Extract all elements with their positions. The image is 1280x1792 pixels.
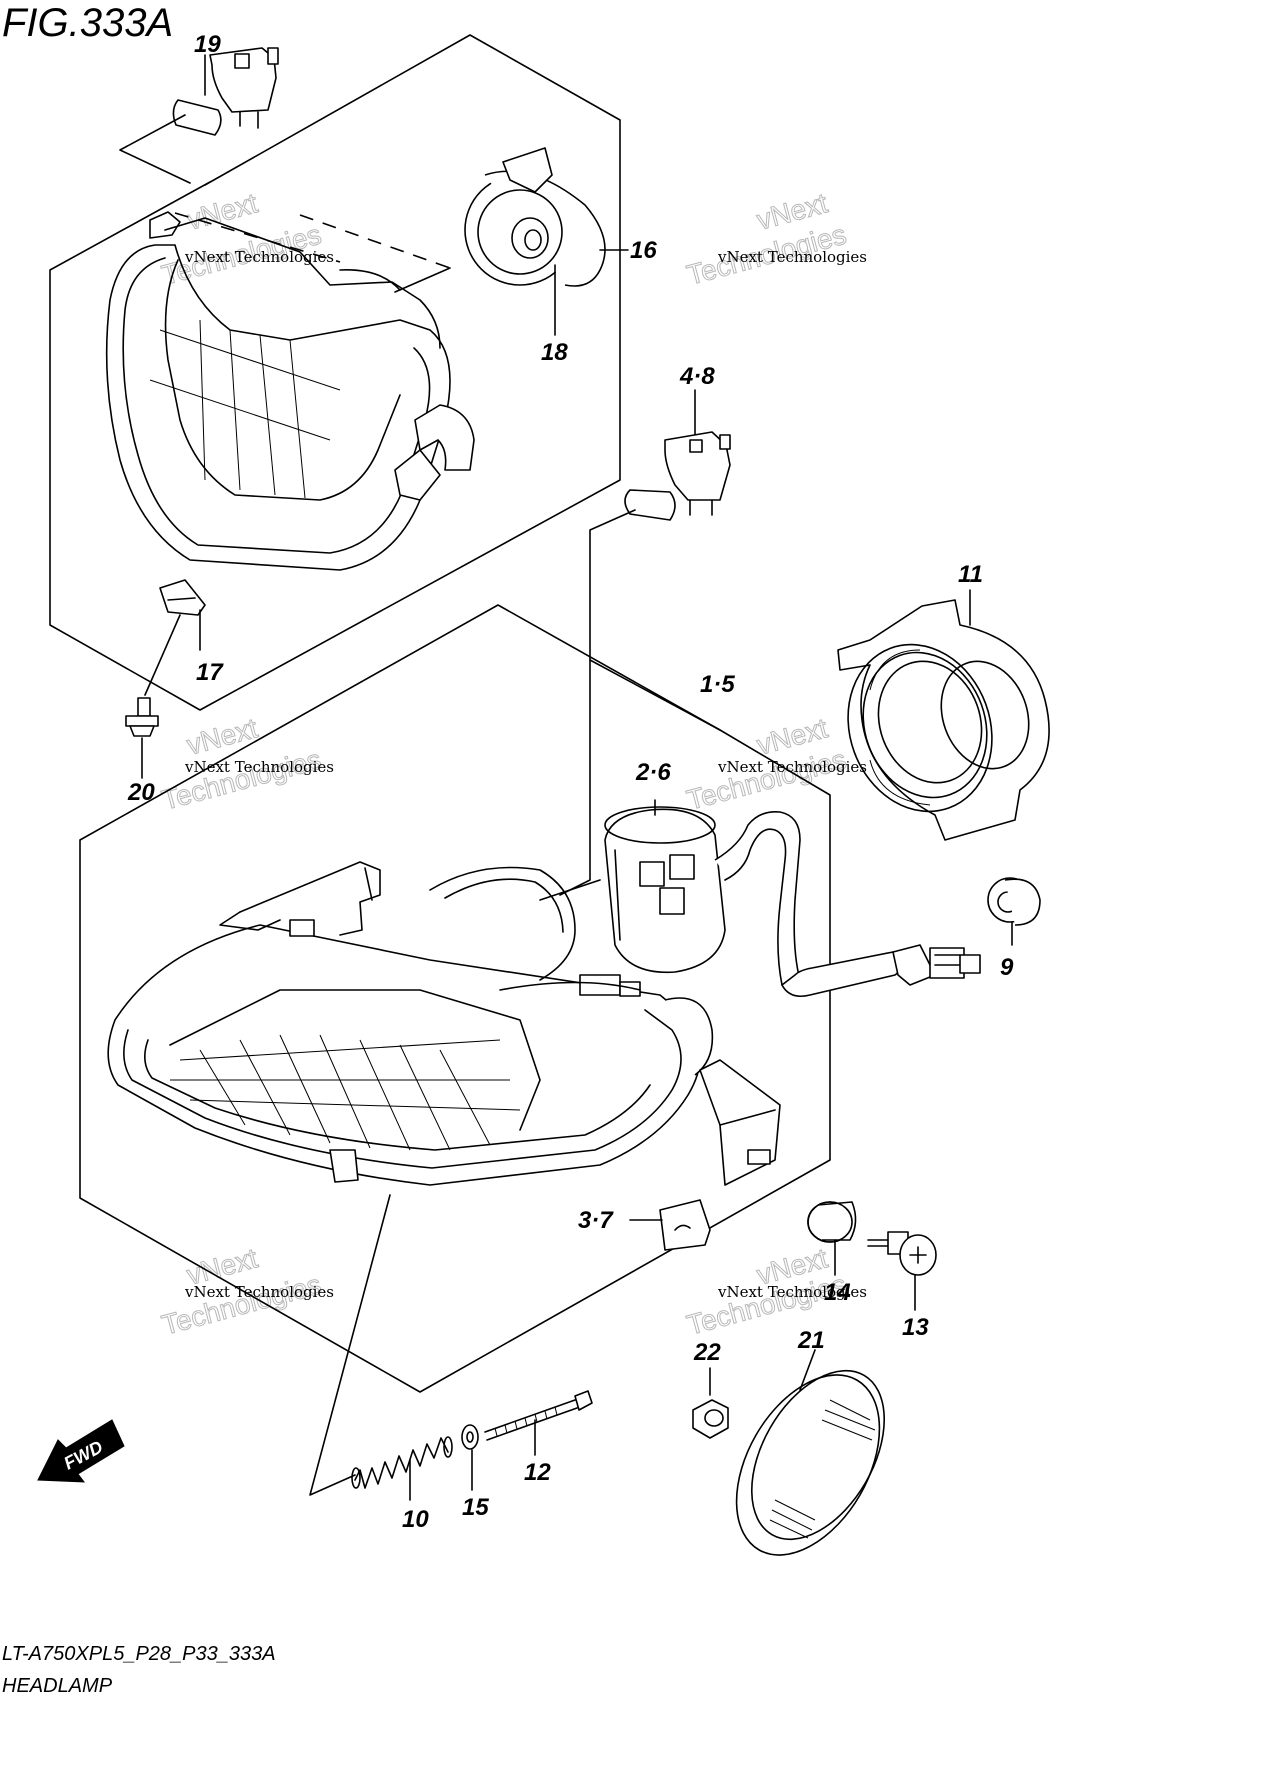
callout-11: 11	[958, 561, 983, 588]
callout-17: 17	[196, 659, 224, 686]
callout-10: 10	[402, 1506, 429, 1533]
callout-4-8: 4·8	[679, 363, 715, 390]
callout-22: 22	[693, 1339, 721, 1366]
part-14-grommet	[807, 1201, 857, 1243]
watermark-line1: vNext Technologies	[184, 248, 334, 266]
callout-15: 15	[462, 1494, 489, 1521]
callout-21: 21	[797, 1327, 825, 1354]
part-4-8-bulb	[624, 389, 731, 521]
clip-17-guide	[144, 614, 181, 696]
upper-assembly-outline	[49, 34, 621, 711]
watermark-line1: vNext Technologies	[717, 758, 867, 776]
part-10-spring	[351, 1436, 453, 1489]
upper-dash-2	[299, 214, 451, 269]
watermark-line1: vNext Technologies	[717, 1283, 867, 1301]
part-3-7-clip	[659, 1199, 711, 1251]
watermark-line1: vNext Technologies	[717, 248, 867, 266]
part-22-nut	[692, 1399, 729, 1439]
part-12-adjust-screw	[484, 1390, 593, 1441]
watermark-line2: vNext	[184, 187, 261, 236]
part-20-screw	[125, 697, 159, 737]
part-11-retaining-ring	[837, 599, 1050, 841]
callout-12: 12	[524, 1459, 551, 1486]
lower-box-inner-edge	[589, 659, 721, 731]
model-code: LT-A750XPL5_P28_P33_333A	[2, 1643, 276, 1665]
watermark-mid-right: vNext Technologies vNext Technologies	[683, 712, 867, 817]
watermark-line1: vNext Technologies	[184, 1283, 334, 1301]
lower-headlamp-housing	[107, 861, 781, 1186]
figure-title: FIG.333A	[2, 1, 173, 45]
bulb-19-leader-line	[119, 114, 191, 184]
watermark-line2: vNext	[184, 712, 261, 761]
callout-3-7: 3·7	[578, 1207, 614, 1234]
upper-dash-1	[174, 212, 341, 263]
callout-16: 16	[630, 237, 657, 264]
part-19-bulb	[172, 47, 279, 136]
callout-20: 20	[127, 779, 155, 806]
callout-19: 19	[194, 31, 221, 58]
callout-1-5: 1·5	[700, 671, 735, 698]
part-9-grommet	[987, 877, 1041, 926]
adjuster-guide-line	[309, 1194, 391, 1496]
callout-2-6: 2·6	[635, 759, 671, 786]
part-16-socket-ring	[464, 147, 606, 287]
watermark-top-left: vNext Technologies vNext Technologies	[158, 187, 334, 292]
watermark-line3: Technologies	[159, 1269, 325, 1341]
callout-9: 9	[1000, 954, 1014, 981]
fwd-direction-arrow: FWD	[37, 1419, 125, 1483]
leader-21	[799, 1349, 816, 1391]
callout-18: 18	[541, 339, 568, 366]
upper-headlamp-housing	[105, 211, 475, 571]
watermark-mid-left: vNext Technologies vNext Technologies	[158, 712, 334, 817]
part-2-6-socket-cover	[604, 806, 981, 998]
callout-14: 14	[824, 1279, 851, 1306]
part-13-bolt	[867, 1231, 937, 1276]
watermark-line1: vNext Technologies	[184, 758, 334, 776]
watermark-line3: Technologies	[159, 744, 325, 816]
watermark-top-right: vNext Technologies vNext Technologies	[683, 187, 867, 292]
upper-guide-line	[394, 267, 451, 293]
part-21-reflector	[735, 1369, 886, 1556]
callout-13: 13	[902, 1314, 929, 1341]
part-17-clip	[159, 579, 206, 616]
part-15-washer	[461, 1424, 479, 1450]
section-name: HEADLAMP	[2, 1675, 113, 1697]
